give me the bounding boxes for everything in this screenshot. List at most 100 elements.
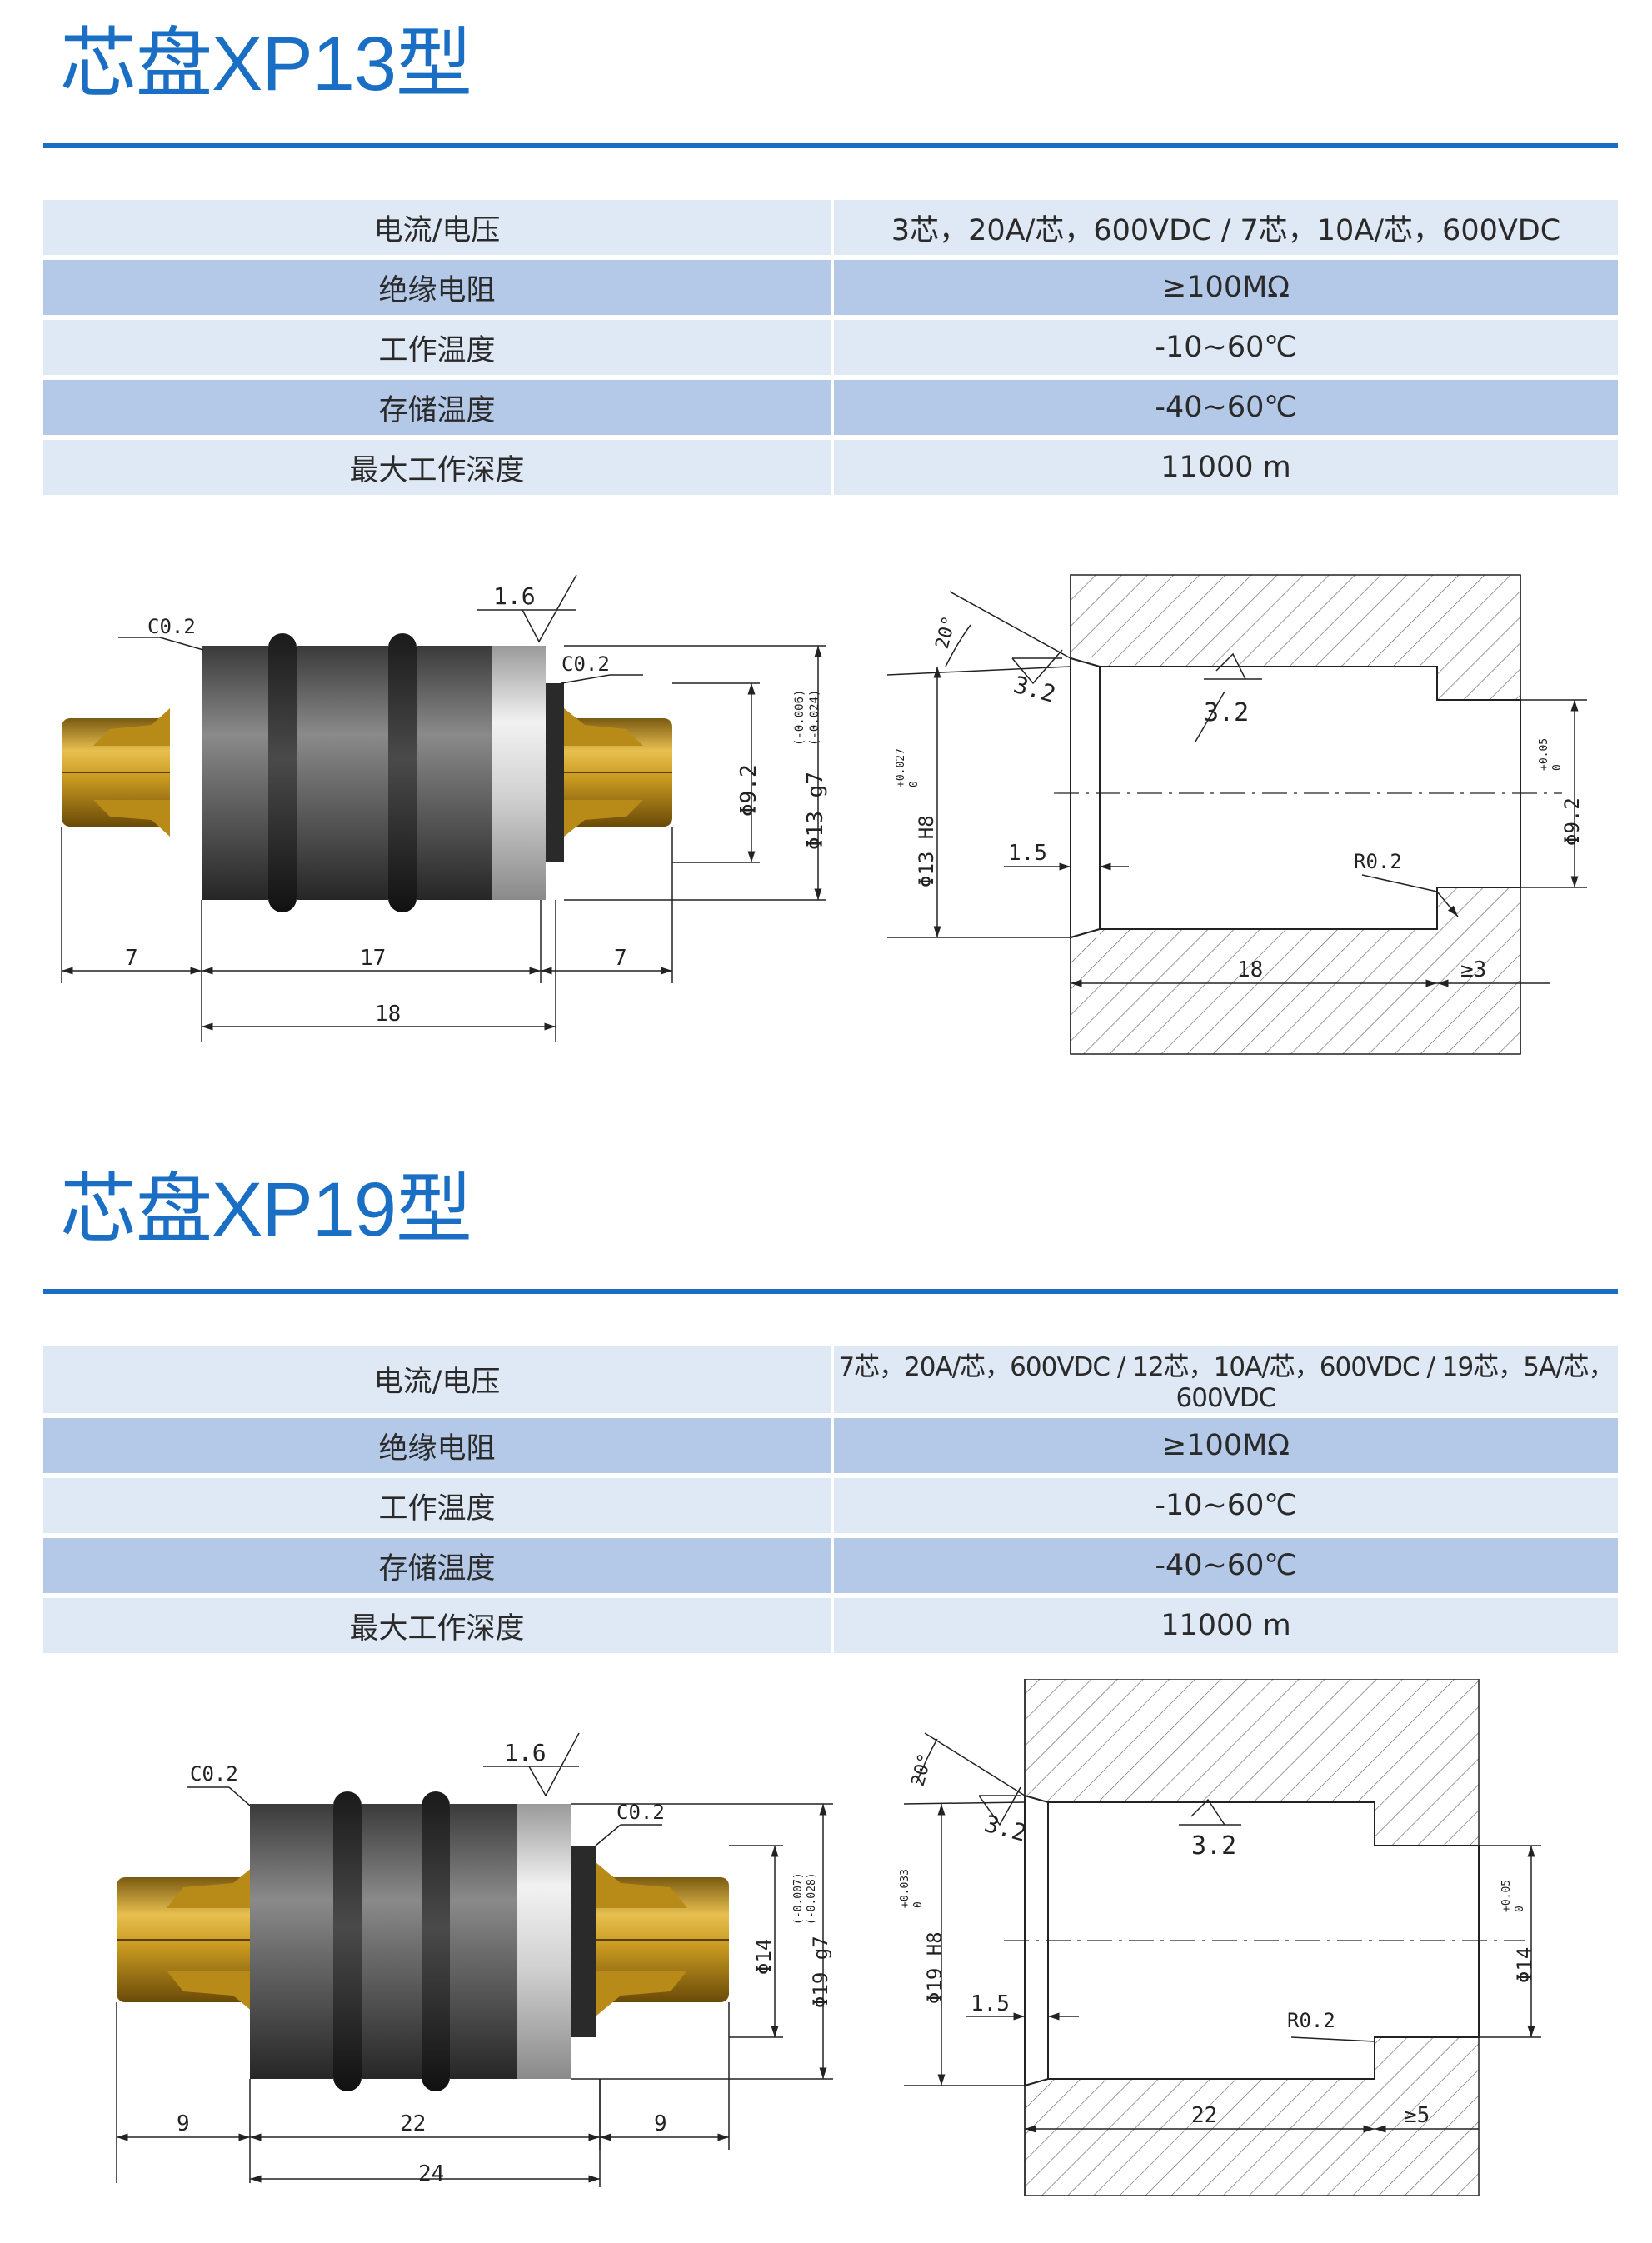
step-dimension: 1.5 (971, 1991, 1010, 2016)
small-diameter: Φ14 (1513, 1947, 1536, 1983)
dim-middle: 22 (400, 2111, 426, 2136)
tolerance-upper: +0.033 (899, 1869, 911, 1908)
o-ring (268, 633, 297, 912)
tolerance-upper: +0.05 (1500, 1880, 1513, 1912)
dim-total: 18 (375, 1002, 401, 1027)
spec-label: 存储温度 (43, 1536, 834, 1598)
spec-label: 绝缘电阻 (43, 257, 834, 320)
depth-dimension: 22 (1191, 2103, 1217, 2128)
section-title: 芯盘XP13型 (60, 22, 472, 107)
dim-left: 9 (177, 2111, 190, 2136)
table-row: 工作温度 -10~60℃ (43, 1476, 1618, 1538)
spec-label: 绝缘电阻 (43, 1416, 834, 1478)
housing-segment (450, 1804, 517, 2079)
spec-label: 电流/电压 (43, 1346, 834, 1418)
housing-segment (417, 646, 492, 900)
bore-drawing: 20° 3.2 3.2 Φ19 H8 +0.033 0 1.5 R0.2 Φ14… (899, 1679, 1541, 2196)
end-cap (546, 683, 564, 862)
angle-label: 20° (908, 1751, 936, 1789)
bore-diameter: Φ19 H8 (923, 1931, 946, 2004)
o-ring (388, 633, 417, 912)
silver-segment (492, 646, 546, 900)
o-ring (422, 1791, 450, 2091)
silver-segment (517, 1804, 571, 2079)
o-ring (333, 1791, 362, 2091)
dimension-total-line (250, 2175, 600, 2183)
chamfer-label: C0.2 (616, 1801, 665, 1824)
spec-value: -40~60℃ (832, 1536, 1618, 1598)
title-divider (43, 143, 1618, 148)
min-depth: ≥5 (1404, 2103, 1430, 2128)
spec-value: -10~60℃ (832, 1476, 1618, 1538)
part-drawing: C0.2 1.6 C0.2 Φ9.2 Φ13 g7 (-0.006) (-0.0… (61, 574, 828, 1042)
table-row: 存储温度 -40~60℃ (43, 1536, 1618, 1598)
brass-pin-right (596, 1862, 729, 2016)
chamfer-label: C0.2 (190, 1762, 238, 1786)
table-row: 电流/电压 3芯，20A/芯，600VDC / 7芯，10A/芯，600VDC (43, 200, 1618, 260)
spec-value: -10~60℃ (832, 317, 1618, 380)
spec-table: 电流/电压 7芯，20A/芯，600VDC / 12芯，10A/芯，600VDC… (43, 1346, 1618, 1658)
section-title: 芯盘XP19型 (60, 1167, 472, 1252)
housing-segment (202, 646, 268, 900)
depth-dimension: 18 (1237, 957, 1263, 982)
spec-label: 最大工作深度 (43, 437, 834, 500)
spec-label: 工作温度 (43, 317, 834, 380)
dim-small-diameter: Φ14 (752, 1939, 776, 1975)
spec-table: 电流/电压 3芯，20A/芯，600VDC / 7芯，10A/芯，600VDC … (43, 200, 1618, 500)
spec-label: 最大工作深度 (43, 1596, 834, 1658)
spec-label: 存储温度 (43, 377, 834, 440)
table-row: 最大工作深度 11000 m (43, 437, 1618, 500)
title-divider (43, 1289, 1618, 1294)
spec-value: ≥100MΩ (832, 1416, 1618, 1478)
roughness-label: 3.2 (981, 1810, 1029, 1847)
housing-segment (297, 646, 388, 900)
table-row: 存储温度 -40~60℃ (43, 377, 1618, 440)
tolerance-lower: 0 (1551, 764, 1564, 771)
bore-drawing: 20° 3.2 3.2 Φ13 H8 +0.027 0 1.5 R0.2 Φ9.… (886, 574, 1587, 1055)
tolerance-lower: 0 (912, 1901, 925, 1908)
dim-small-diameter: Φ9.2 (736, 764, 761, 817)
roughness-label: 3.2 (1011, 671, 1058, 708)
tolerance-lower: 0 (908, 781, 921, 787)
tolerance-lower: (-0.024) (808, 690, 821, 746)
spec-value: 11000 m (832, 1596, 1618, 1658)
roughness-label: 1.6 (493, 582, 536, 610)
dim-large-diameter: Φ19 g7 (809, 1936, 832, 2008)
step-dimension: 1.5 (1008, 841, 1047, 866)
dim-left: 7 (125, 946, 138, 971)
dim-large-diameter: Φ13 g7 (803, 772, 828, 850)
tolerance-upper: (-0.006) (793, 690, 806, 746)
roughness-label: 1.6 (504, 1739, 547, 1766)
brass-pin-right (564, 708, 672, 837)
table-row: 工作温度 -10~60℃ (43, 317, 1618, 380)
tolerance-lower: (-0.028) (806, 1872, 818, 1925)
spec-value: -40~60℃ (832, 377, 1618, 440)
chamfer-label: C0.2 (561, 652, 610, 676)
table-row: 绝缘电阻 ≥100MΩ (43, 1416, 1618, 1478)
table-row: 最大工作深度 11000 m (43, 1596, 1618, 1658)
dim-right: 7 (614, 946, 627, 971)
tolerance-lower: 0 (1514, 1906, 1526, 1912)
spec-value: 7芯，20A/芯，600VDC / 12芯，10A/芯，600VDC / 19芯… (832, 1346, 1618, 1418)
tolerance-upper: +0.027 (895, 748, 907, 787)
spec-value: ≥100MΩ (832, 257, 1618, 320)
dim-middle: 17 (360, 946, 386, 971)
spec-value: 11000 m (832, 437, 1618, 500)
bore-diameter: Φ13 H8 (915, 815, 938, 887)
roughness-label: 3.2 (1204, 698, 1249, 727)
brass-pin-left (62, 708, 170, 837)
spec-label: 电流/电压 (43, 200, 834, 260)
brass-pin-left (117, 1862, 258, 2016)
tolerance-upper: (-0.007) (792, 1872, 805, 1925)
spec-value: 3芯，20A/芯，600VDC / 7芯，10A/芯，600VDC (832, 200, 1618, 260)
table-row: 绝缘电阻 ≥100MΩ (43, 257, 1618, 320)
dim-right: 9 (654, 2111, 667, 2136)
radius-label: R0.2 (1354, 850, 1402, 873)
spec-label: 工作温度 (43, 1476, 834, 1538)
housing-segment (250, 1804, 333, 2079)
small-diameter: Φ9.2 (1560, 797, 1584, 846)
table-row: 电流/电压 7芯，20A/芯，600VDC / 12芯，10A/芯，600VDC… (43, 1346, 1618, 1418)
min-depth: ≥3 (1460, 957, 1486, 982)
end-cap (571, 1846, 596, 2037)
chamfer-label: C0.2 (147, 615, 196, 638)
